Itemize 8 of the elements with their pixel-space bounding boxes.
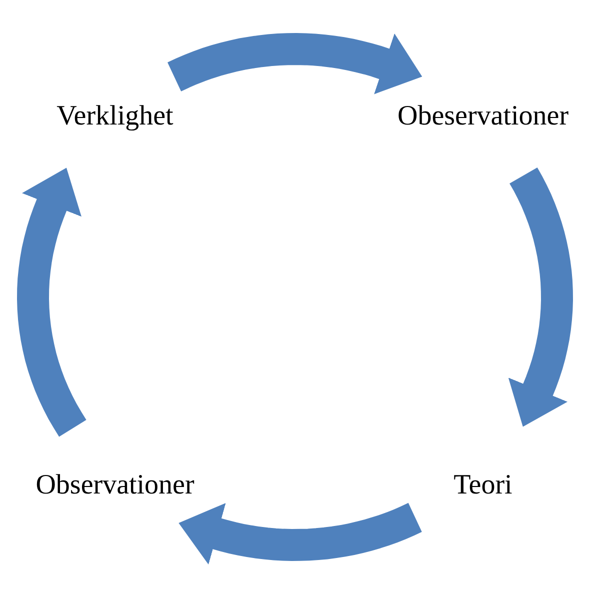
curved-arrow bbox=[178, 502, 424, 565]
curved-arrow bbox=[17, 168, 86, 437]
node-label: Verklighet bbox=[56, 102, 174, 132]
node-label: Observationer bbox=[36, 470, 194, 502]
node-label: Obeservationer bbox=[397, 102, 569, 132]
node-label: Teori bbox=[454, 470, 512, 502]
curved-arrow bbox=[508, 168, 573, 427]
curved-arrow bbox=[166, 33, 422, 94]
